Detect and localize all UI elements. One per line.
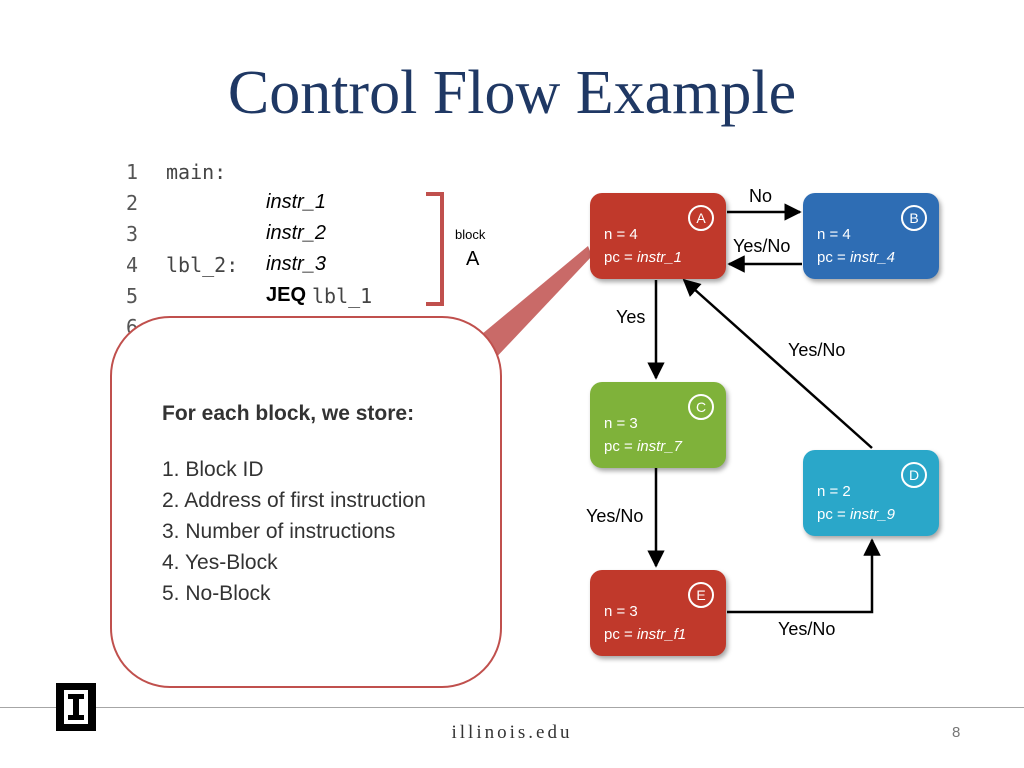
edge-label-a-to-b: No bbox=[749, 186, 773, 206]
code-label-lbl2: lbl_2: bbox=[166, 253, 239, 277]
node-count: n = 4 bbox=[604, 226, 638, 243]
code-label-main: main: bbox=[166, 160, 227, 184]
code-listing: 1 main: 2 instr_1 3 instr_2 4 lbl_2: ins… bbox=[126, 160, 426, 339]
node-pc: pc = instr_f1 bbox=[604, 626, 687, 643]
node-count: n = 3 bbox=[604, 603, 638, 620]
node-id-badge: D bbox=[901, 462, 927, 488]
node-id-badge: B bbox=[901, 205, 927, 231]
slide-title: Control Flow Example bbox=[227, 59, 797, 127]
block-node-d: D n = 2 pc = instr_9 bbox=[803, 450, 939, 536]
node-id-badge: A bbox=[688, 205, 714, 231]
block-node-a: A n = 4 pc = instr_1 bbox=[590, 193, 726, 279]
node-pc: pc = instr_7 bbox=[604, 438, 682, 455]
block-i-icon bbox=[56, 683, 96, 731]
node-id-badge: C bbox=[688, 394, 714, 420]
footer-url[interactable]: illinois.edu bbox=[451, 722, 573, 743]
block-node-c: C n = 3 pc = instr_7 bbox=[590, 382, 726, 468]
line-number: 1 bbox=[126, 160, 139, 184]
block-label: block bbox=[455, 227, 486, 242]
node-count: n = 2 bbox=[817, 483, 851, 500]
code-jeq-keyword: JEQ bbox=[266, 284, 307, 306]
block-bracket bbox=[426, 192, 444, 306]
node-pc: pc = instr_4 bbox=[817, 249, 895, 266]
block-node-b: B n = 4 pc = instr_4 bbox=[803, 193, 939, 279]
code-instruction: instr_1 bbox=[266, 191, 327, 213]
list-item: 1. Block ID bbox=[162, 458, 264, 481]
edge-label-b-to-a: Yes/No bbox=[733, 236, 791, 256]
edge-label-c-to-e: Yes/No bbox=[586, 506, 644, 526]
line-number: 3 bbox=[126, 222, 139, 246]
node-pc: pc = instr_9 bbox=[817, 506, 895, 523]
list-item: 2. Address of first instruction bbox=[162, 489, 426, 512]
illinois-logo bbox=[56, 683, 96, 731]
line-number: 5 bbox=[126, 284, 139, 308]
code-jeq-target: lbl_1 bbox=[312, 284, 373, 308]
callout-pointer bbox=[470, 246, 592, 364]
edge-label-e-to-d: Yes/No bbox=[778, 619, 836, 639]
edge-d-to-a bbox=[682, 278, 873, 449]
node-count: n = 3 bbox=[604, 415, 638, 432]
block-node-e: E n = 3 pc = instr_f1 bbox=[590, 570, 726, 656]
list-item: 5. No-Block bbox=[162, 582, 271, 605]
node-pc: pc = instr_1 bbox=[604, 249, 682, 266]
edge-label-d-to-a: Yes/No bbox=[788, 340, 846, 360]
line-number: 4 bbox=[126, 253, 139, 277]
callout-list: 1. Block ID 2. Address of first instruct… bbox=[162, 458, 426, 613]
list-item: 3. Number of instructions bbox=[162, 520, 396, 543]
node-count: n = 4 bbox=[817, 226, 851, 243]
block-letter: A bbox=[466, 248, 480, 270]
footer-divider bbox=[0, 707, 1024, 708]
callout-box: For each block, we store: 1. Block ID 2.… bbox=[110, 316, 502, 688]
line-number: 2 bbox=[126, 191, 139, 215]
node-id-badge: E bbox=[688, 582, 714, 608]
code-instruction: instr_2 bbox=[266, 222, 327, 244]
edge-label-a-to-c: Yes bbox=[616, 307, 646, 327]
code-instruction: instr_3 bbox=[266, 253, 327, 275]
list-item: 4. Yes-Block bbox=[162, 551, 278, 574]
callout-heading: For each block, we store: bbox=[162, 402, 415, 425]
edge-e-to-d bbox=[727, 538, 881, 614]
page-number: 8 bbox=[952, 724, 961, 741]
